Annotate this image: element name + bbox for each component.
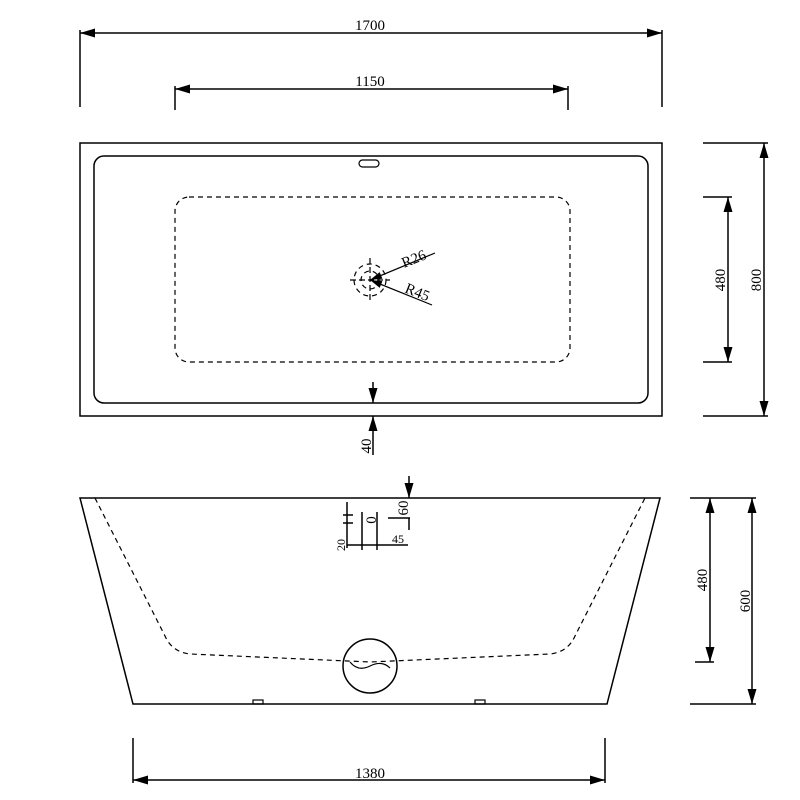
dimension-1380: 1380 (132, 738, 606, 785)
dim-overflow-small: 20 (334, 539, 348, 551)
dimension-1700: 1700 (79, 18, 663, 107)
dim-inner-depth: 480 (695, 569, 711, 592)
dimension-40: 40 (359, 382, 378, 455)
top-view: R26 R45 (79, 142, 663, 417)
dimension-1150: 1150 (174, 74, 569, 110)
overflow-slot-icon (358, 159, 380, 168)
side-view (79, 497, 661, 705)
dim-height: 600 (738, 590, 754, 613)
dim-rim-offset: 40 (359, 439, 375, 454)
label-r45: R45 (403, 281, 432, 305)
foot-icon (474, 699, 486, 705)
dim-overall-length: 1700 (355, 18, 385, 34)
dim-inner-width: 480 (713, 269, 729, 292)
dim-overall-width: 800 (749, 269, 765, 292)
dimension-600: 600 (690, 497, 757, 705)
label-r26: R26 (400, 247, 430, 271)
dimension-480-top: 480 (703, 196, 733, 363)
dimension-800: 800 (703, 142, 769, 417)
drain-outlet-icon (342, 638, 398, 694)
dim-inner-length: 1150 (355, 74, 384, 90)
dim-overflow-width: 45 (392, 532, 404, 546)
overflow-detail: 0 60 45 20 (334, 476, 414, 551)
dim-overflow-top: 60 (396, 501, 412, 516)
dim-base-length: 1380 (355, 766, 385, 782)
dimension-480-side: 480 (695, 498, 715, 663)
label-overflow-slot: 0 (364, 516, 380, 524)
foot-icon (252, 699, 264, 705)
